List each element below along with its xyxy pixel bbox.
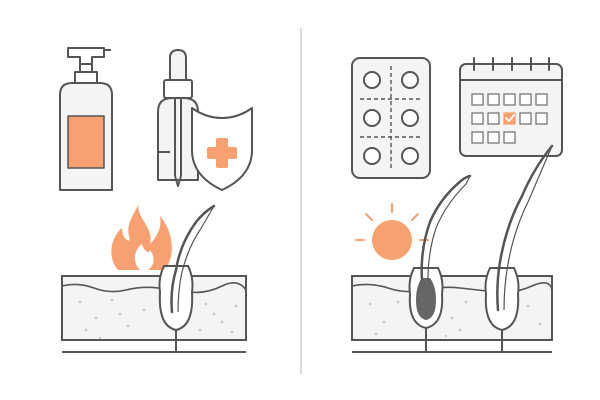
skin-layer-icon [61, 275, 247, 353]
skin-layer-icon [351, 275, 553, 353]
right-panel [351, 57, 563, 353]
shield-plus-icon [191, 107, 253, 191]
calendar-icon [459, 57, 563, 157]
dropper-bottle-icon [157, 49, 199, 187]
sun-icon [355, 203, 429, 260]
flame-icon [111, 200, 172, 270]
hair-follicle-dark-icon [408, 174, 472, 352]
left-panel [59, 47, 253, 353]
hair-follicle-icon [158, 204, 216, 352]
pump-bottle-icon [59, 47, 113, 191]
calendar-checked-day [503, 112, 516, 125]
hair-follicle-light-icon [484, 144, 554, 352]
pill-blister-pack-icon [351, 57, 431, 179]
